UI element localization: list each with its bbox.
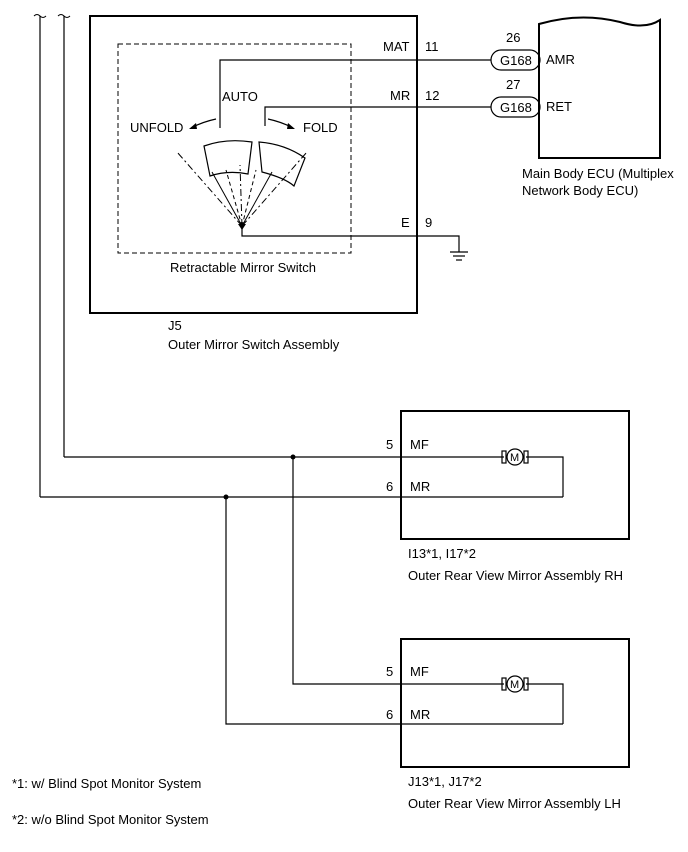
switch-assembly-name: Outer Mirror Switch Assembly (168, 337, 340, 352)
mirror-rh-code: I13*1, I17*2 (408, 546, 476, 561)
switch-pivot (238, 224, 246, 230)
ground-icon (450, 251, 468, 261)
ecu-name-line1: Main Body ECU (Multiplex (522, 166, 674, 181)
pin-11: 11 (425, 39, 439, 54)
switch-assembly-code: J5 (168, 318, 182, 333)
connector-label: G168 (500, 100, 532, 115)
lh-pin-6: 6 (386, 707, 393, 722)
fold-label: FOLD (303, 120, 338, 135)
wire-mat (219, 59, 491, 128)
lh-pin-5: 5 (386, 664, 393, 679)
mirror-rh-box (400, 410, 630, 540)
ecu-pin-26: 26 (506, 30, 520, 45)
ecu-terminal-amr: AMR (546, 52, 575, 67)
svg-text:M: M (510, 452, 519, 464)
terminal-label-e: E (401, 215, 410, 230)
wire-mr-switch (264, 106, 491, 126)
pin-9: 9 (425, 215, 432, 230)
rh-motor-return (526, 456, 564, 497)
wire-ground (241, 226, 460, 252)
arrow-head (287, 123, 295, 129)
motor-icon: M (501, 448, 529, 466)
splice-dot (223, 494, 229, 500)
footnote-1: *1: w/ Blind Spot Monitor System (12, 776, 201, 791)
svg-text:M: M (510, 679, 519, 691)
terminal-label-mat: MAT (383, 39, 410, 54)
retractable-switch-label: Retractable Mirror Switch (170, 260, 316, 275)
switch-assembly-box (89, 15, 418, 314)
wire-mf-lh (292, 457, 504, 685)
ecu-terminal-ret: RET (546, 99, 572, 114)
auto-label: AUTO (222, 89, 258, 104)
switch-knob-right (258, 141, 306, 188)
motor-icon: M (501, 675, 529, 693)
connector-label: G168 (500, 53, 532, 68)
mirror-lh-box (400, 638, 630, 768)
switch-fan-lines (176, 151, 308, 227)
rh-terminal-mr: MR (410, 479, 430, 494)
lh-motor-return (526, 683, 564, 724)
mirror-lh-name: Outer Rear View Mirror Assembly LH (408, 796, 621, 811)
rh-terminal-mf: MF (410, 437, 429, 452)
unfold-label: UNFOLD (130, 120, 183, 135)
arrow-head (189, 123, 197, 129)
connector-g168-amr (490, 49, 541, 71)
wire-mr-lh (225, 497, 563, 725)
rh-pin-6: 6 (386, 479, 393, 494)
footnote-2: *2: w/o Blind Spot Monitor System (12, 812, 209, 827)
lh-terminal-mr: MR (410, 707, 430, 722)
ecu-pin-27: 27 (506, 77, 520, 92)
retractable-switch-box (117, 43, 352, 254)
ecu-box (538, 16, 661, 159)
mirror-rh-name: Outer Rear View Mirror Assembly RH (408, 568, 623, 583)
terminal-label-mr: MR (390, 88, 410, 103)
rh-pin-5: 5 (386, 437, 393, 452)
lh-terminal-mf: MF (410, 664, 429, 679)
pin-12: 12 (425, 88, 439, 103)
connector-g168-ret (490, 96, 541, 118)
ecu-name-line2: Network Body ECU) (522, 183, 638, 198)
switch-knob-left (203, 140, 253, 177)
mirror-lh-code: J13*1, J17*2 (408, 774, 482, 789)
splice-dot (290, 454, 296, 460)
